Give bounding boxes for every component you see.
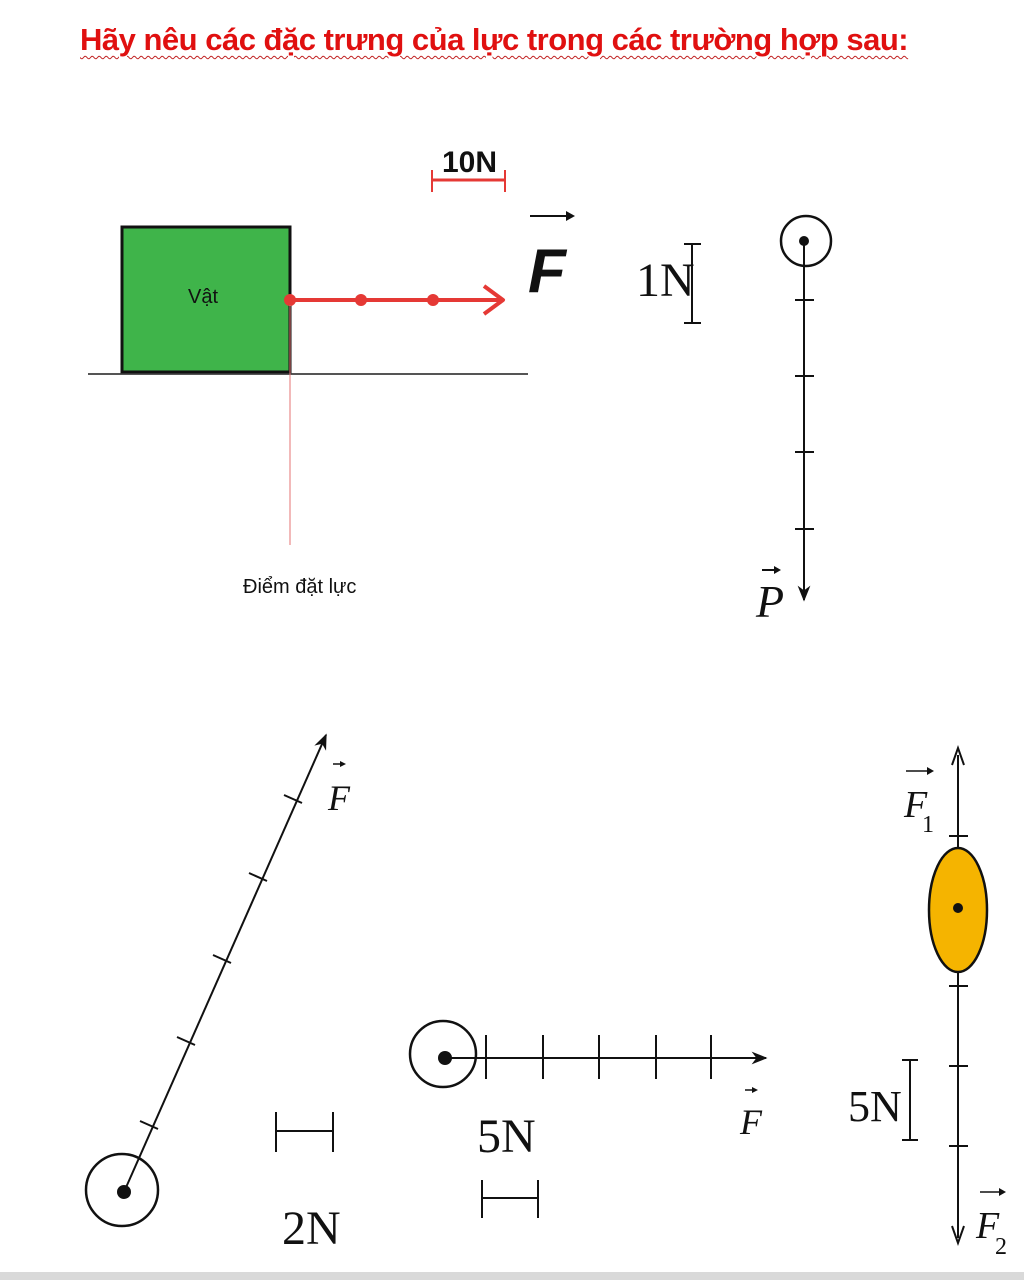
force-arrow-red bbox=[284, 284, 505, 316]
svg-text:1: 1 bbox=[922, 812, 934, 838]
force-label-p: P bbox=[755, 566, 784, 627]
svg-text:F: F bbox=[739, 1102, 763, 1142]
object-block bbox=[120, 225, 292, 374]
force-label-f1: F 1 bbox=[903, 767, 934, 838]
diagonal-vector bbox=[123, 733, 327, 1193]
figure-4-horizontal-force: F 5N bbox=[408, 1019, 768, 1218]
svg-text:F: F bbox=[327, 778, 351, 818]
vector-ticks bbox=[485, 1035, 712, 1079]
scale-label-1n: 1N bbox=[636, 254, 695, 307]
vector-ticks bbox=[139, 794, 303, 1130]
object-circle bbox=[779, 214, 833, 268]
center-dot bbox=[953, 903, 963, 913]
application-point-label: Điểm đặt lực bbox=[243, 576, 356, 598]
force-label-f3: F bbox=[327, 761, 351, 818]
arrowhead-down bbox=[951, 1225, 965, 1247]
scale-label-10n: 10N bbox=[442, 146, 497, 179]
figure-5-two-forces: F 1 5N F 2 bbox=[848, 744, 1007, 1260]
scale-label-2n: 2N bbox=[282, 1202, 341, 1255]
object-circle bbox=[84, 1152, 160, 1228]
scale-bar-1n bbox=[684, 243, 701, 324]
scale-bar-2n bbox=[275, 1112, 334, 1152]
application-point-dot bbox=[284, 294, 296, 306]
scale-bar-5n bbox=[481, 1180, 539, 1218]
scale-label-5n-b: 5N bbox=[848, 1082, 902, 1131]
scale-bar-10n bbox=[431, 170, 506, 192]
arrow-tick-dot bbox=[355, 294, 367, 306]
figure-1-block-force: 10N Vật F Điểm đặt lực bbox=[88, 146, 575, 598]
svg-text:P: P bbox=[755, 576, 784, 627]
page-title: Hãy nêu các đặc trưng của lực trong các … bbox=[80, 22, 909, 57]
svg-text:F: F bbox=[528, 237, 568, 306]
svg-text:2: 2 bbox=[995, 1234, 1007, 1260]
object-circle bbox=[408, 1019, 478, 1089]
scale-label-5n: 5N bbox=[477, 1110, 536, 1163]
arrow-tick-dot bbox=[427, 294, 439, 306]
figure-3-diagonal-force: F 2N bbox=[84, 733, 351, 1255]
force-label-f: F bbox=[528, 211, 575, 306]
figure-2-weight: 1N P bbox=[636, 214, 833, 627]
scale-bar-5n-b bbox=[902, 1059, 918, 1141]
vector-ticks bbox=[795, 299, 814, 530]
object-label: Vật bbox=[188, 286, 218, 308]
force-label-f4: F bbox=[739, 1087, 763, 1142]
arrowhead-up bbox=[951, 744, 965, 766]
force-label-f2: F 2 bbox=[975, 1188, 1007, 1260]
vector-ticks bbox=[949, 835, 968, 1147]
svg-text:F: F bbox=[975, 1205, 1000, 1247]
svg-text:F: F bbox=[903, 784, 928, 826]
window-bottom-edge bbox=[0, 1272, 1024, 1280]
